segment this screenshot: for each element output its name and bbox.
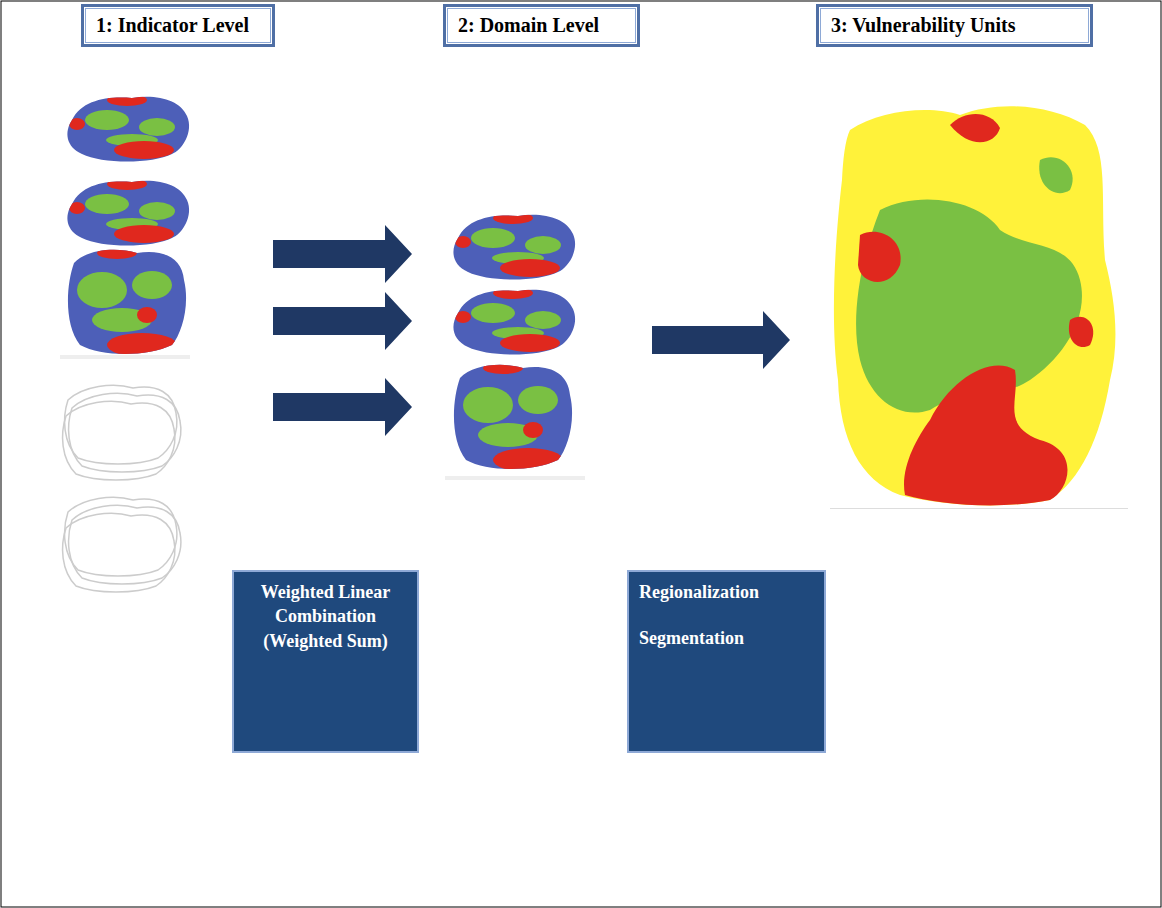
- box-text: 3: Vulnerability Units: [831, 14, 1078, 37]
- box-text: Regionalization: [639, 580, 814, 604]
- box-text: Segmentation: [639, 626, 814, 650]
- level-header: 1: Indicator Level: [81, 4, 275, 47]
- box-text: 2: Domain Level: [458, 14, 625, 37]
- level-header: 3: Vulnerability Units: [816, 4, 1093, 47]
- method-box: RegionalizationSegmentation: [627, 570, 826, 753]
- box-text: Weighted Linear Combination (Weighted Su…: [244, 580, 407, 653]
- level-header: 2: Domain Level: [443, 4, 640, 47]
- method-box: Weighted Linear Combination (Weighted Su…: [232, 570, 419, 753]
- box-text: 1: Indicator Level: [96, 14, 260, 37]
